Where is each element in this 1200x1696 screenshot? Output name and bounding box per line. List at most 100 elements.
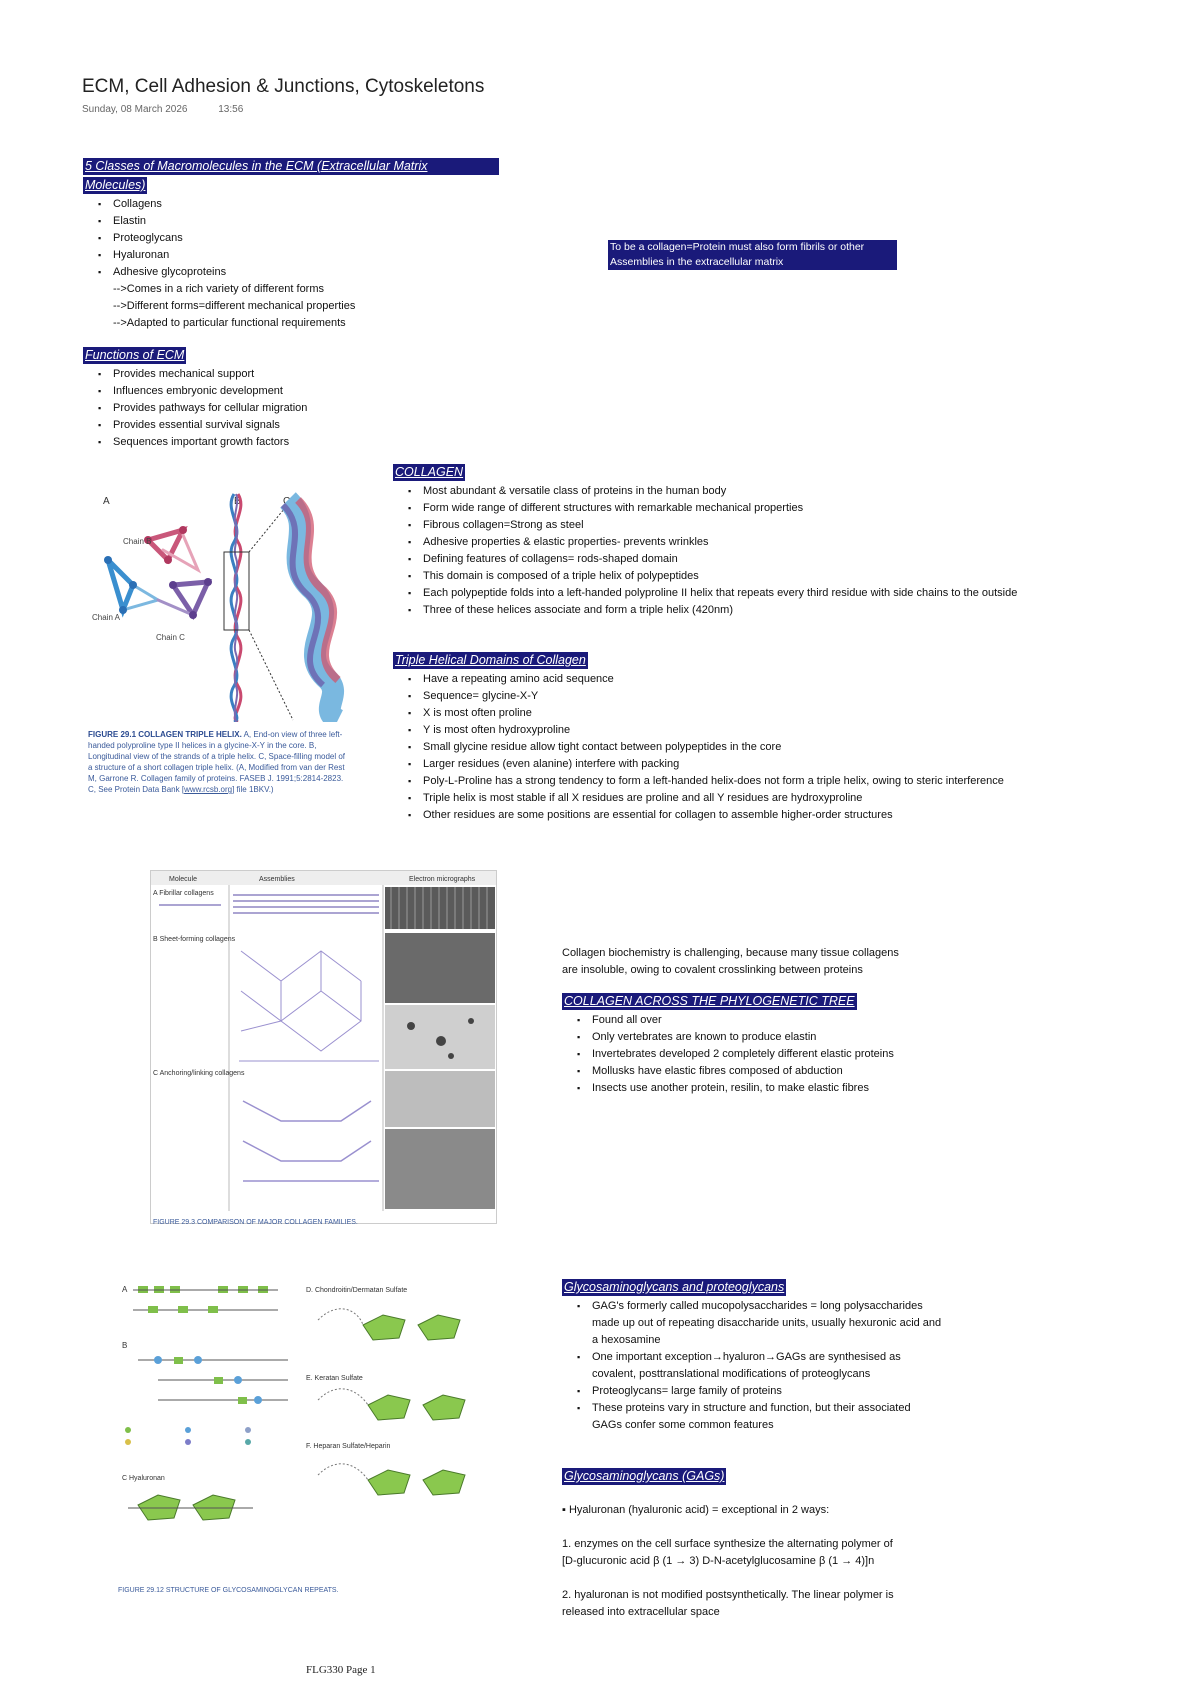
section-heading-triple-helical: Triple Helical Domains of Collagen <box>393 652 588 669</box>
caption-text: A, End-on view of three left-handed poly… <box>88 730 346 794</box>
figure-collagen-families: Molecule Assemblies Electron micrographs… <box>150 870 497 1226</box>
space-filling-model <box>279 492 345 730</box>
heading-line: 5 Classes of Macromolecules in the ECM (… <box>85 159 428 173</box>
list-item: Y is most often hydroxyproline <box>393 722 1018 739</box>
list-item: GAG's formerly called mucopolysaccharide… <box>562 1298 942 1349</box>
heading-text: Glycosaminoglycans (GAGs) <box>564 1469 725 1483</box>
list-item: Most abundant & versatile class of prote… <box>393 483 1018 500</box>
gag-list: GAG's formerly called mucopolysaccharide… <box>562 1298 942 1434</box>
callout-line: To be a collagen=Protein must also form … <box>610 241 865 253</box>
list-item: Form wide range of different structures … <box>393 500 1018 517</box>
point-line: 2. hyaluronan is not modified postsynthe… <box>562 1589 894 1601</box>
figure-caption: FIGURE 29.3 COMPARISON OF MAJOR COLLAGEN… <box>153 1219 358 1226</box>
list-item: Sequences important growth factors <box>83 434 307 451</box>
list-item: X is most often proline <box>393 705 1018 722</box>
heading-text: Triple Helical Domains of Collagen <box>395 653 586 667</box>
caption-end: ] file 1BKV.) <box>232 785 274 794</box>
heading-line: Molecules) <box>85 178 146 192</box>
point-line: [D-glucuronic acid β (1 → 3) D-N-acetylg… <box>562 1555 875 1567</box>
point-line: 1. enzymes on the cell surface synthesiz… <box>562 1538 893 1550</box>
list-item: Proteoglycans <box>83 230 355 247</box>
list-item: Small glycine residue allow tight contac… <box>393 739 1018 756</box>
col-header-assemblies: Assemblies <box>259 876 295 883</box>
fig-label-a: A <box>103 496 110 507</box>
list-item: This domain is composed of a triple heli… <box>393 568 1018 585</box>
list-item: Adhesive glycoproteins <box>83 264 355 281</box>
list-item: One important exception→hyaluron→GAGs ar… <box>562 1349 942 1383</box>
page-title: ECM, Cell Adhesion & Junctions, Cytoskel… <box>82 76 485 97</box>
row-label-fibrillar: A Fibrillar collagens <box>153 890 214 897</box>
phylogenetic-list: Found all over Only vertebrates are know… <box>562 1012 982 1097</box>
chain-a-shape <box>105 557 136 618</box>
list-item: Other residues are some positions are es… <box>393 807 1018 824</box>
list-item: Influences embryonic development <box>83 383 307 400</box>
chain-a-label: Chain A <box>92 613 121 622</box>
heading-text: Functions of ECM <box>85 348 185 362</box>
list-item: Triple helix is most stable if all X res… <box>393 790 1018 807</box>
list-item: Defining features of collagens= rods-sha… <box>393 551 1018 568</box>
heading-text: Glycosaminoglycans and proteoglycans <box>564 1280 785 1294</box>
note-line: are insoluble, owing to covalent crossli… <box>562 964 863 976</box>
section-heading-gags: Glycosaminoglycans (GAGs) <box>562 1468 727 1485</box>
collagen-notes: Collagen biochemistry is challenging, be… <box>562 945 899 979</box>
list-item: Provides mechanical support <box>83 366 307 383</box>
section-heading-collagen: COLLAGEN <box>393 464 466 481</box>
list-item: Only vertebrates are known to produce el… <box>562 1029 982 1046</box>
chain-c-label: Chain C <box>156 633 185 642</box>
time-text: 13:56 <box>218 104 244 115</box>
section-heading-functions: Functions of ECM <box>83 347 187 364</box>
list-item: Provides pathways for cellular migration <box>83 400 307 417</box>
helix-rope <box>229 493 243 724</box>
list-item: Larger residues (even alanine) interfere… <box>393 756 1018 773</box>
list-item: Invertebrates developed 2 completely dif… <box>562 1046 982 1063</box>
fig-label-a: A <box>122 1285 128 1294</box>
fig-label-hyaluronan: C Hyaluronan <box>122 1475 165 1482</box>
fig-label-heparan: F. Heparan Sulfate/Heparin <box>306 1443 391 1450</box>
heading-text: COLLAGEN ACROSS THE PHYLOGENETIC TREE <box>564 994 855 1008</box>
functions-list: Provides mechanical support Influences e… <box>83 366 307 451</box>
triple-helix-illustration: A B C Chain B Chain A Chain C <box>92 492 345 730</box>
caption-title: FIGURE 29.1 <box>88 730 137 739</box>
list-subitem: -->Different forms=different mechanical … <box>113 300 356 312</box>
fig-label-b: B <box>122 1341 127 1350</box>
triple-helical-list: Have a repeating amino acid sequence Seq… <box>393 671 1018 824</box>
list-item: Insects use another protein, resilin, to… <box>562 1080 982 1097</box>
heading-text: COLLAGEN <box>395 465 464 479</box>
hyaluronan-point-2: 2. hyaluronan is not modified postsynthe… <box>562 1587 894 1621</box>
section-heading-phylogenetic: COLLAGEN ACROSS THE PHYLOGENETIC TREE <box>562 993 857 1010</box>
section-heading-macromolecules-2: Molecules) <box>83 177 148 194</box>
hyaluronan-point-1: 1. enzymes on the cell surface synthesiz… <box>562 1536 893 1570</box>
section-heading-macromolecules: 5 Classes of Macromolecules in the ECM (… <box>83 158 499 175</box>
list-item: These proteins vary in structure and fun… <box>562 1400 942 1434</box>
list-item: Proteoglycans= large family of proteins <box>562 1383 942 1400</box>
collagen-list: Most abundant & versatile class of prote… <box>393 483 1018 619</box>
list-subitem: -->Adapted to particular functional requ… <box>113 317 346 329</box>
list-item: Each polypeptide folds into a left-hande… <box>393 585 1018 602</box>
list-item: Sequence= glycine-X-Y <box>393 688 1018 705</box>
caption-heading: COLLAGEN TRIPLE HELIX. <box>138 730 242 739</box>
callout-line: Assemblies in the extracellular matrix <box>610 256 784 268</box>
fig-label-keratan: E. Keratan Sulfate <box>306 1375 363 1382</box>
figure-caption: FIGURE 29.12 STRUCTURE OF GLYCOSAMINOGLY… <box>118 1587 339 1594</box>
list-item: Poly-L-Proline has a strong tendency to … <box>393 773 1018 790</box>
section-heading-gag-proteoglycans: Glycosaminoglycans and proteoglycans <box>562 1279 787 1296</box>
chain-b-shape <box>145 526 188 565</box>
row-label-anchoring: C Anchoring/linking collagens <box>153 1070 245 1077</box>
list-item: Three of these helices associate and for… <box>393 602 1018 619</box>
list-item: Collagens <box>83 196 355 213</box>
page-date: Sunday, 08 March 2026 13:56 <box>82 104 271 115</box>
list-item: Mollusks have elastic fibres composed of… <box>562 1063 982 1080</box>
chain-b-label: Chain B <box>123 537 151 546</box>
col-header-micrographs: Electron micrographs <box>409 876 476 883</box>
chain-c-shape <box>170 579 213 621</box>
note-line: Collagen biochemistry is challenging, be… <box>562 947 899 959</box>
col-header-molecule: Molecule <box>169 876 197 883</box>
point-line: released into extracellular space <box>562 1606 720 1618</box>
fig-label-chondroitin: D. Chondroitin/Dermatan Sulfate <box>306 1287 407 1294</box>
list-item: Fibrous collagen=Strong as steel <box>393 517 1018 534</box>
figure-collagen-triple-helix: A B C Chain B Chain A Chain C <box>88 490 350 808</box>
figure-caption: FIGURE 29.1 COLLAGEN TRIPLE HELIX. A, En… <box>88 729 348 795</box>
gag-structures-illustration: A B C Hyaluronan D. Chondroitin/Dermatan… <box>122 1285 466 1521</box>
hyaluronan-intro: ▪ Hyaluronan (hyaluronic acid) = excepti… <box>562 1504 830 1516</box>
figure-gag-structures: A B C Hyaluronan D. Chondroitin/Dermatan… <box>118 1280 508 1625</box>
